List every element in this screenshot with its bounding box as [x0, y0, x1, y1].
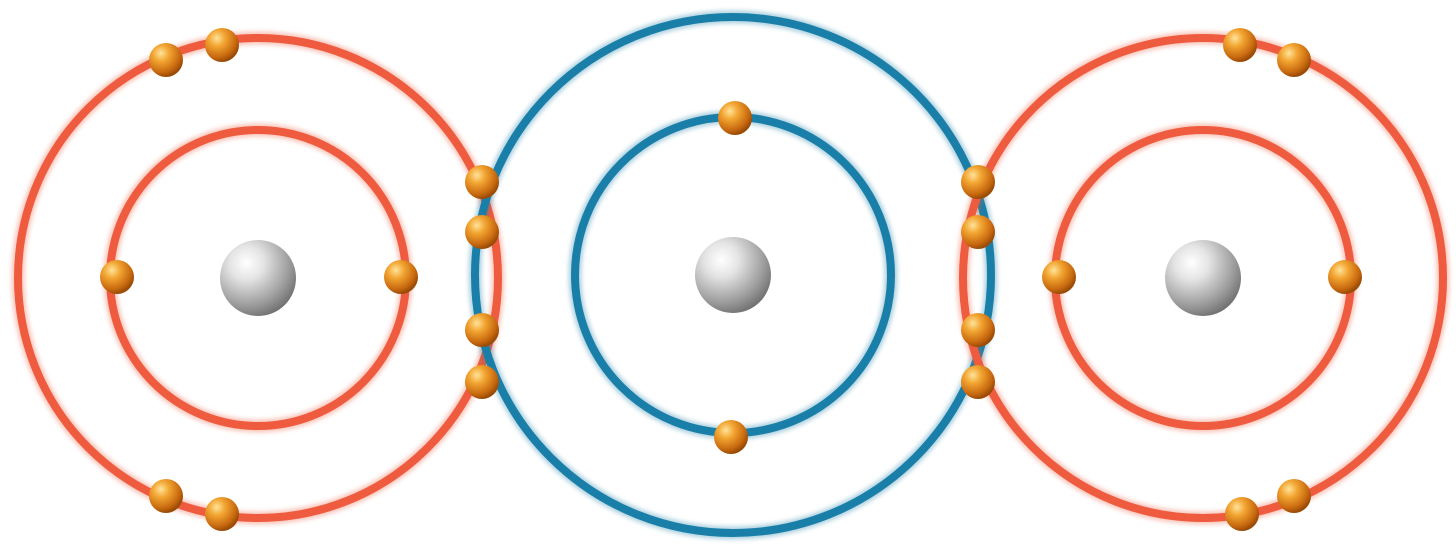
left-atom-shell-2-electron-8 [465, 365, 499, 399]
right-atom-shell-1-electron-1 [1042, 260, 1076, 294]
right-atom-shell-2-electron-3 [1225, 497, 1259, 531]
right-atom-nucleus [1165, 240, 1241, 316]
right-atom-shell-2-electron-2 [1277, 43, 1311, 77]
left-atom-shell-1-electron-1 [100, 260, 134, 294]
center-atom-nucleus [695, 237, 771, 313]
left-atom-shell-2-electron-3 [149, 479, 183, 513]
left-atom-shell-2-electron-5 [465, 165, 499, 199]
right-atom-shell-1-electron-2 [1328, 260, 1362, 294]
center-atom-shell-2-electron-7 [961, 313, 995, 347]
left-atom-shell-2-electron-4 [205, 497, 239, 531]
left-atom-shell-1-electron-2 [384, 260, 418, 294]
center-atom-shell-2-electron-6 [961, 215, 995, 249]
left-atom-shell-2-electron-7 [465, 313, 499, 347]
nuclei-layer [220, 237, 1241, 316]
right-atom-shell-2-electron-4 [1277, 479, 1311, 513]
left-atom-shell-2-electron-2 [205, 28, 239, 62]
center-atom-shell-2-electron-5 [961, 165, 995, 199]
center-atom-shell-1-electron-1 [718, 101, 752, 135]
center-atom-shell-1-electron-2 [714, 420, 748, 454]
left-atom-nucleus [220, 240, 296, 316]
left-atom-shell-2-electron-6 [465, 215, 499, 249]
right-atom-shell-2-electron-1 [1223, 28, 1257, 62]
center-atom-shell-2-electron-8 [961, 365, 995, 399]
left-atom-shell-2-electron-1 [149, 43, 183, 77]
